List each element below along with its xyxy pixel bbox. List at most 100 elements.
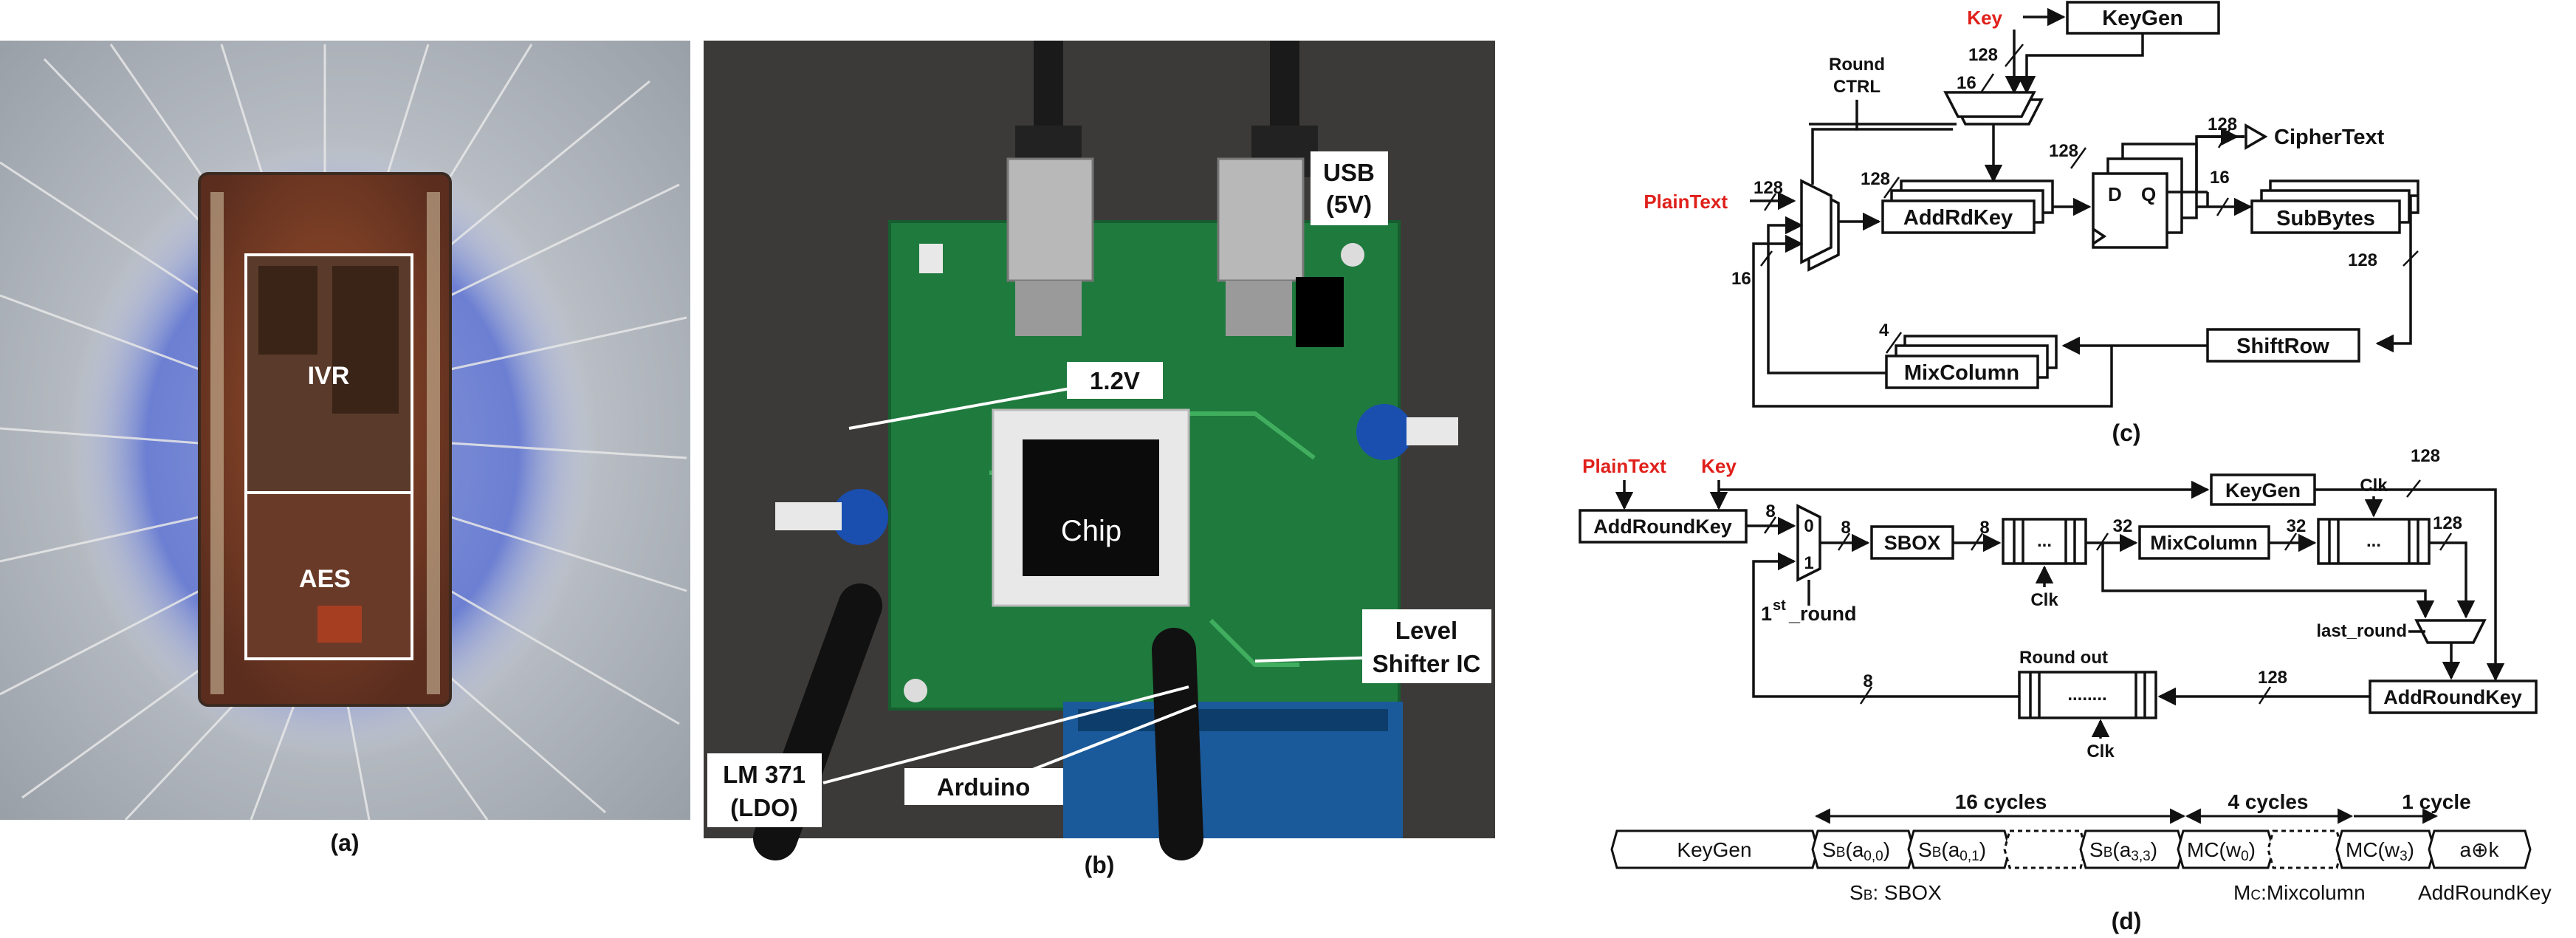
key-label-c: Key <box>1967 7 2002 29</box>
w128-addrdkey: 128 <box>1861 169 1890 189</box>
tl-mc0-text: MC(w0) <box>2187 838 2256 864</box>
tl-sb01-a: S <box>1918 838 1932 861</box>
dff-block <box>2092 172 2168 249</box>
w32-reg1: 32 <box>2113 516 2133 536</box>
w8-mux: 8 <box>1841 518 1850 538</box>
tl-sb33-text: SB(a3,3) <box>2089 838 2157 864</box>
round-out-dots: ........ <box>2067 685 2106 705</box>
tl-mc3-a: MC(w <box>2346 838 2400 861</box>
last-round-mux <box>2414 619 2487 644</box>
potentiometer-left <box>832 489 888 545</box>
tl-keygen-label: KeyGen <box>1677 838 1751 861</box>
clk-1: Clk <box>2030 590 2058 610</box>
keygen-block-d <box>2210 473 2316 506</box>
dff-q: Q <box>2141 183 2156 205</box>
mux-in0: 0 <box>1804 516 1813 536</box>
legend-mc-c: :Mixcolumn <box>2261 881 2366 904</box>
panel-b-pcb-photo: USB (5V) 1.2V Chip Level Shifter IC LM 3… <box>704 41 1495 860</box>
plaintext-label-c: PlainText <box>1644 191 1728 213</box>
w8-sbox: 8 <box>1979 518 1989 538</box>
tl-sb00-e: ) <box>1883 838 1890 861</box>
tl-sb-ellipsis <box>2003 829 2087 869</box>
shift-reg1-dots: ... <box>2037 531 2052 551</box>
tl-keygen <box>1610 829 1819 869</box>
tl-sb00-text: SB(a0,0) <box>1822 838 1890 864</box>
subbytes-label: SubBytes <box>2276 207 2375 230</box>
caption-b: (b) <box>1085 852 1115 878</box>
mux-in1: 1 <box>1804 553 1813 573</box>
shiftrow-label: ShiftRow <box>2236 335 2329 358</box>
tl-ak-label: a⊕k <box>2459 838 2499 861</box>
level-shifter-label-line1: Level <box>1395 617 1457 644</box>
dff-d: D <box>2108 183 2122 205</box>
tl-mc3 <box>2335 829 2436 869</box>
w128-keygen-out: 128 <box>2411 446 2440 466</box>
tl-mc0 <box>2177 829 2275 869</box>
mux-2to1 <box>1796 504 1821 582</box>
usb-label-line1: USB <box>1323 159 1375 186</box>
ciphertext-label: CipherText <box>2274 126 2385 149</box>
last-round-label: last_round <box>2316 621 2407 641</box>
tl-sb00-a: S <box>1822 838 1836 861</box>
shift-register-2 <box>2317 518 2431 565</box>
w32-mix: 32 <box>2287 516 2307 536</box>
mixcolumn-block-c <box>1885 355 2039 389</box>
tl-sb01-c: (a <box>1941 838 1960 861</box>
clk-3: Clk <box>2086 742 2115 761</box>
w16-mux-bottom: 16 <box>1731 269 1751 289</box>
tl-sb01-d: 0,1 <box>1960 849 1979 864</box>
tl-sb33-c: (a <box>2112 838 2131 861</box>
w16-mux-top: 16 <box>1957 73 1976 93</box>
level-shifter-label-line2: Shifter IC <box>1373 650 1481 677</box>
tl-sb01-text: SB(a0,1) <box>1918 838 1986 864</box>
legend-sbox-c: : SBOX <box>1872 881 1942 904</box>
panel-d-diagram: PlainText Key KeyGen 128 AddRoundKey 8 0… <box>1579 446 2538 761</box>
legend-mc-b: C <box>2250 888 2261 903</box>
legend-ark: AddRoundKey <box>2418 881 2552 904</box>
panel-c-diagram: Key KeyGen 128 16 Round CTRL PlainText 1… <box>1644 1 2419 408</box>
lm371-label-line1: LM 371 <box>723 761 806 788</box>
tl-mc0-c: ) <box>2249 838 2256 861</box>
caption-c: (c) <box>2112 420 2140 446</box>
tl-ak <box>2428 829 2532 869</box>
tl-sb00-c: (a <box>1845 838 1864 861</box>
plaintext-label-d: PlainText <box>1582 455 1666 477</box>
tl-sb33-e: ) <box>2151 838 2157 861</box>
legend-sbox-a: S <box>1849 881 1864 904</box>
addroundkey-in-label: AddRoundKey <box>1593 516 1731 538</box>
tl-mc3-text: MC(w3) <box>2346 838 2414 864</box>
timeline: 16 cycles 4 cycles 1 cycle KeyGen SB(a0,… <box>1610 790 2552 904</box>
usb-connector-2 <box>1217 157 1305 282</box>
addrdkey-block <box>1881 199 2036 234</box>
w128-plaintext: 128 <box>1754 178 1783 198</box>
round-ctrl-line2: CTRL <box>1833 77 1881 97</box>
tl-sb01 <box>1907 829 2011 869</box>
bond-pads <box>210 192 440 694</box>
w16-subbytes: 16 <box>2210 168 2230 188</box>
tl-sb33-d: 3,3 <box>2131 849 2150 864</box>
w8-feedback: 8 <box>1863 671 1872 691</box>
aes-label: AES <box>299 565 351 593</box>
shift-reg2-dots: ... <box>2366 531 2381 551</box>
sbox-block <box>1870 525 1954 560</box>
usb-connector-1 <box>1006 157 1094 282</box>
w128-dff: 128 <box>2049 141 2078 161</box>
sbox-label: SBOX <box>1884 532 1941 554</box>
tl-mc0-a: MC(w <box>2187 838 2242 861</box>
addroundkey-out-block <box>2369 679 2538 714</box>
panel-a-die-photo: IVR AES <box>0 41 690 821</box>
chip <box>1023 439 1159 576</box>
keygen-label-d: KeyGen <box>2225 479 2301 501</box>
caption-a: (a) <box>330 829 359 856</box>
shift-register-1 <box>2002 518 2087 565</box>
tl-mc3-c: ) <box>2408 838 2414 861</box>
w4-mixcolumn: 4 <box>1879 321 1889 340</box>
tl-sb01-b: B <box>1932 845 1942 860</box>
tl-sb01-e: ) <box>1979 838 1986 861</box>
key-label-d: Key <box>1701 455 1737 477</box>
legend-sbox-b: B <box>1864 888 1873 903</box>
cycles4-label: 4 cycles <box>2228 790 2309 813</box>
caption-d: (d) <box>2112 908 2142 934</box>
mixcolumn-label-c: MixColumn <box>1904 361 2019 385</box>
